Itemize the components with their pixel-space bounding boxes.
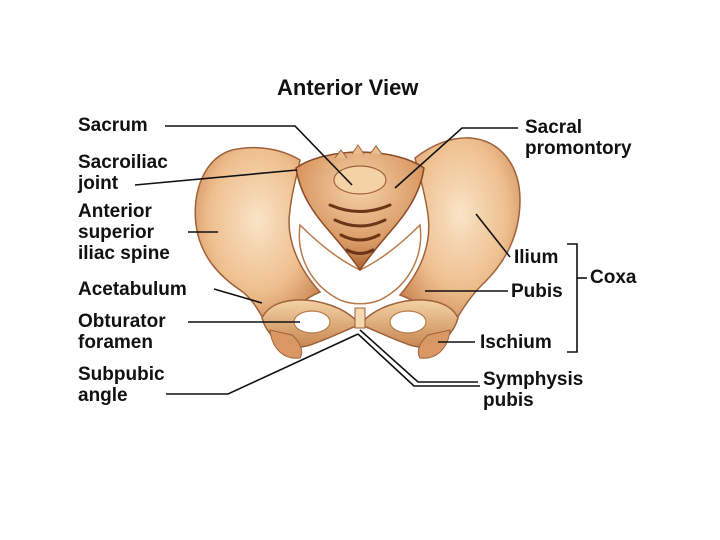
right-ischium-bone	[417, 329, 451, 359]
left-ischium-bone	[269, 329, 303, 359]
label-coxa: Coxa	[590, 267, 637, 288]
label-asis-line3: iliac spine	[78, 243, 170, 264]
label-sacroiliac-joint-line1: Sacroiliac	[78, 152, 168, 173]
label-pubis: Pubis	[511, 281, 563, 302]
label-sacroiliac-joint-line2: joint	[78, 173, 119, 194]
label-symphysis-pubis-line2: pubis	[483, 390, 534, 411]
sacral-promontory-shape	[333, 165, 387, 195]
pelvic-inlet	[298, 223, 422, 305]
right-obturator-foramen	[389, 310, 427, 334]
diagram-title: Anterior View	[277, 75, 419, 100]
pubic-symphysis	[354, 307, 366, 329]
label-acetabulum: Acetabulum	[78, 279, 187, 300]
label-sacral-promontory-line2: promontory	[525, 138, 632, 159]
label-sacral-promontory-line1: Sacral	[525, 117, 583, 138]
label-ischium: Ischium	[480, 332, 552, 353]
label-asis-line1: Anterior	[78, 201, 152, 222]
label-symphysis-pubis-line1: Symphysis	[483, 369, 584, 390]
sacral-ridges	[328, 203, 392, 255]
label-asis-line2: superior	[78, 222, 155, 243]
leader-lines	[134, 125, 587, 395]
label-obturator-foramen-line1: Obturator	[78, 311, 166, 332]
label-ilium: Ilium	[514, 247, 559, 268]
label-obturator-foramen-line2: foramen	[78, 332, 153, 353]
label-sacrum: Sacrum	[78, 115, 148, 136]
vertebra-nubs	[334, 144, 383, 159]
label-subpubic-angle-line2: angle	[78, 385, 128, 406]
label-subpubic-angle-line1: Subpubic	[78, 364, 165, 385]
